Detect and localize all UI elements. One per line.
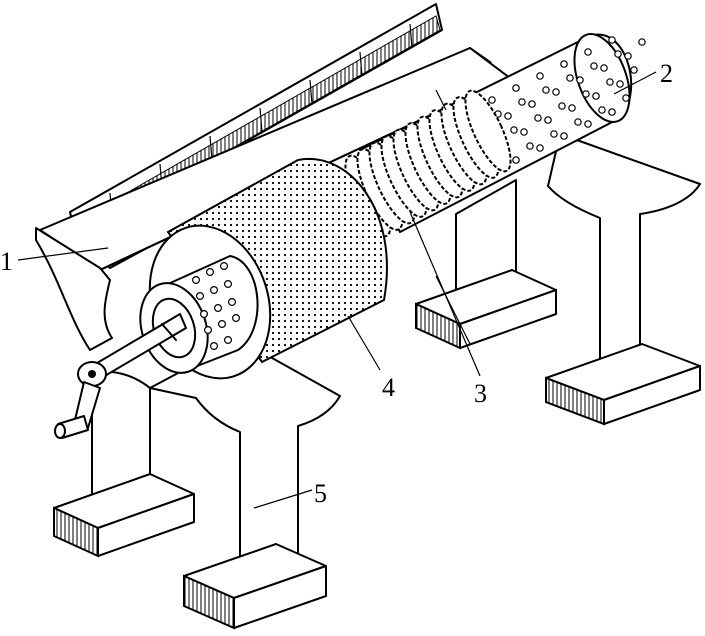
- drum-hole: [624, 52, 632, 60]
- drum-hole: [614, 50, 622, 58]
- drum-hole: [582, 90, 590, 98]
- drum-hole: [576, 76, 584, 84]
- drum-hole: [542, 86, 550, 94]
- drum-hole: [574, 118, 582, 126]
- drum-hole: [566, 74, 574, 82]
- hub-hole: [220, 262, 229, 271]
- hub-hole: [228, 298, 237, 307]
- drum-hole: [536, 72, 544, 80]
- rear-leg: [499, 109, 701, 426]
- leader-2b: [435, 89, 447, 111]
- drum-hole: [552, 88, 560, 96]
- drum-hole: [608, 36, 616, 44]
- hub-hole: [200, 310, 209, 319]
- drum-hole: [622, 94, 630, 102]
- drum-hole: [534, 114, 542, 122]
- drum-hole: [560, 132, 568, 140]
- drum-hole: [584, 120, 592, 128]
- drum-hole: [598, 106, 606, 114]
- leader-1: [17, 247, 109, 261]
- drum-hole: [616, 80, 624, 88]
- roller-ring: [464, 89, 512, 173]
- drum-hole: [536, 144, 544, 152]
- drum-hole: [504, 112, 512, 120]
- hub-hole: [210, 342, 219, 351]
- drum-hole: [608, 108, 616, 116]
- drum-hole: [528, 100, 536, 108]
- hub-hole: [192, 276, 201, 285]
- drum-hole: [568, 104, 576, 112]
- label-2: 2: [660, 59, 673, 88]
- hub-hole: [224, 336, 233, 345]
- drum-hole: [550, 130, 558, 138]
- drum-hole: [590, 62, 598, 70]
- drum-hole: [488, 96, 496, 104]
- label-1: 1: [0, 247, 13, 276]
- drum-hole: [558, 102, 566, 110]
- hub-hole: [224, 280, 233, 289]
- trough-rail: [35, 3, 511, 351]
- end-hub: [139, 255, 259, 374]
- ring-roller: [344, 89, 512, 238]
- label-5: 5: [314, 479, 327, 508]
- drum-hole: [606, 78, 614, 86]
- hub-hole: [206, 268, 215, 277]
- hub-hole: [196, 292, 205, 301]
- hub-holes: [192, 262, 241, 351]
- drum-hole: [512, 84, 520, 92]
- drum-hole: [638, 38, 646, 46]
- leader-5: [253, 489, 313, 509]
- drum-hole: [630, 66, 638, 74]
- drum-hole: [510, 126, 518, 134]
- leader-4: [347, 315, 381, 371]
- hub-hole: [204, 326, 213, 335]
- hub-hole: [218, 320, 227, 329]
- hub-hole: [210, 286, 219, 295]
- drum-hole: [544, 116, 552, 124]
- drum-hole: [526, 142, 534, 150]
- drum-hole: [584, 48, 592, 56]
- middle-leg: [415, 179, 557, 350]
- label-4: 4: [382, 373, 395, 402]
- label-3: 3: [474, 379, 487, 408]
- drum-hole: [592, 92, 600, 100]
- hub-hole: [232, 314, 241, 323]
- drum-hole: [518, 98, 526, 106]
- hub-hole: [214, 304, 223, 313]
- drum-hole: [600, 64, 608, 72]
- leader-3b: [435, 275, 471, 345]
- drum-hole: [520, 128, 528, 136]
- crank-handle: [54, 313, 187, 439]
- leader-lines: [17, 71, 657, 509]
- drum-hole: [512, 156, 520, 164]
- leader-2: [613, 71, 657, 95]
- front-leg: [53, 339, 341, 630]
- drum-hole: [560, 60, 568, 68]
